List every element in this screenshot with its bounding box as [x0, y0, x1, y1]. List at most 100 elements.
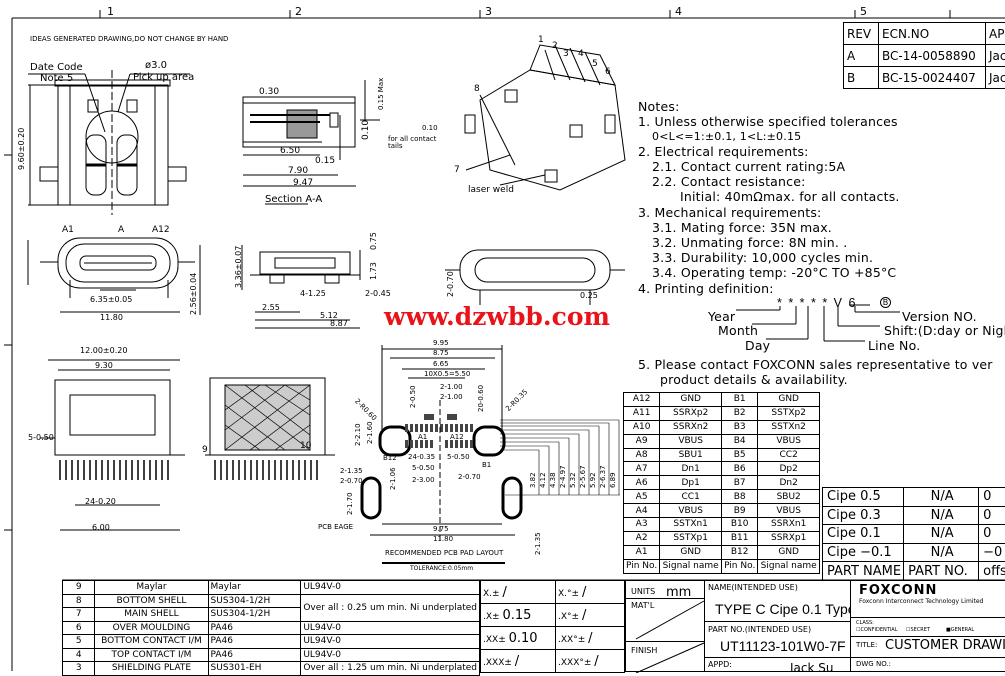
zone-2: 2	[295, 6, 302, 17]
signal-name: CC1	[660, 490, 722, 504]
pin-no: A3	[624, 518, 660, 532]
dim: 2-1.35	[535, 532, 542, 555]
dim: 5.32	[570, 472, 577, 488]
dim: 2-1.00	[440, 384, 463, 391]
dim: 2-0.45	[365, 290, 391, 298]
signal-name: SBU1	[660, 448, 722, 462]
signal-name: VBUS	[758, 504, 820, 518]
company-block: FOXCONN Foxconn Interconnect Technology …	[850, 580, 1005, 672]
dim: 2-0.70	[447, 271, 455, 297]
printing-definition-leaders	[736, 305, 900, 341]
pcb-pad-layout	[362, 345, 620, 563]
zone-4: 4	[675, 6, 682, 17]
note-line: product details & availability.	[660, 374, 848, 387]
signal-name: SSTXp1	[660, 531, 722, 545]
dim: 24-0.20	[85, 498, 116, 506]
signal-name: SBU2	[758, 490, 820, 504]
dim: 2-6.37	[600, 465, 607, 488]
signal-name: SSTXn1	[660, 518, 722, 532]
dim: 5-0.50	[447, 454, 470, 461]
dim: A1	[62, 226, 74, 235]
callout: 3	[563, 50, 569, 59]
tolerance-table: X.± /X.°± / .X± 0.15.X°± / .XX± 0.10.XX°…	[480, 580, 625, 673]
pin-a12: A12	[450, 434, 464, 441]
pin-no: B10	[722, 518, 758, 532]
callout: 4	[578, 50, 584, 59]
pin-a1: A1	[418, 434, 427, 441]
note-line: 0<L<=1:±0.1, 1<L:±0.15	[652, 131, 801, 142]
note-line: 4. Printing definition:	[638, 283, 774, 296]
pin-no: B2	[722, 406, 758, 420]
dim: 2.56±0.04	[190, 273, 198, 315]
note-line: 3.2. Unmating force: 8N min. .	[652, 237, 847, 250]
signal-name: GND	[660, 393, 722, 407]
part-number: UT11123-101W0-7F	[720, 639, 846, 653]
month-label: Month	[718, 325, 758, 338]
pin-no: B5	[722, 448, 758, 462]
dim: 2-4.97	[560, 465, 567, 488]
class-secret: SECRET	[910, 627, 930, 633]
dim: 9.95	[433, 340, 449, 347]
notes-title: Notes:	[638, 101, 680, 114]
foxconn-logo: FOXCONN	[859, 584, 937, 597]
dim: 2-0.50	[410, 385, 417, 408]
dim: 2-1.06	[390, 467, 397, 490]
day-label: Day	[745, 340, 770, 353]
signal-name: VBUS	[660, 434, 722, 448]
dim: 7.90	[288, 167, 308, 176]
pin-no: B7	[722, 476, 758, 490]
dim: 6.65	[433, 361, 449, 368]
dim: 5.92	[590, 472, 597, 488]
flatness: 0.10	[422, 125, 438, 132]
dim: 8.75	[433, 350, 449, 357]
signal-name: GND	[758, 393, 820, 407]
dim: 0.15	[315, 157, 335, 166]
year-label: Year	[708, 311, 735, 324]
pin-no: B3	[722, 420, 758, 434]
dim: 11.80	[433, 536, 453, 543]
dim: A12	[152, 226, 170, 235]
note-line: 2.1. Contact current rating:5A	[652, 161, 845, 174]
zone-3: 3	[485, 6, 492, 17]
dim: 9.47	[293, 179, 313, 188]
laser-weld-label: laser weld	[468, 186, 514, 195]
class-label: CLASS:	[856, 621, 874, 626]
appd-label: APPD:	[708, 661, 732, 669]
dim: 12.00±0.20	[80, 347, 127, 355]
dim: 3.36±0.07	[235, 246, 243, 288]
dim: 2-1.60	[367, 421, 374, 444]
units-block: UNITS mm MAT'L FINISH	[625, 580, 705, 672]
section-title: Section A-A	[265, 195, 322, 205]
dim: 0.75	[370, 232, 378, 250]
signal-name: SSRXn2	[660, 420, 722, 434]
dim: 0.30	[259, 88, 279, 97]
pick-dia-label: ø3.0	[145, 61, 167, 71]
top-view	[28, 70, 190, 215]
dim: 5-0.50	[412, 465, 435, 472]
pin-no: A1	[624, 545, 660, 559]
title-label: TITLE:	[856, 642, 877, 649]
dim: 24-0.35	[408, 454, 435, 461]
callout: 1	[538, 36, 544, 45]
note-line: 3.1. Mating force: 35N max.	[652, 222, 832, 235]
line-label: Line No.	[868, 340, 920, 353]
version-label: Version NO.	[902, 311, 977, 324]
dim: 5-0.50	[28, 434, 54, 442]
dim: 2-0.70	[458, 474, 481, 481]
pin-b1: B1	[482, 462, 491, 469]
dim: 6.00	[92, 524, 110, 532]
pin-no: A4	[624, 504, 660, 518]
signal-name: SSTXp2	[758, 406, 820, 420]
